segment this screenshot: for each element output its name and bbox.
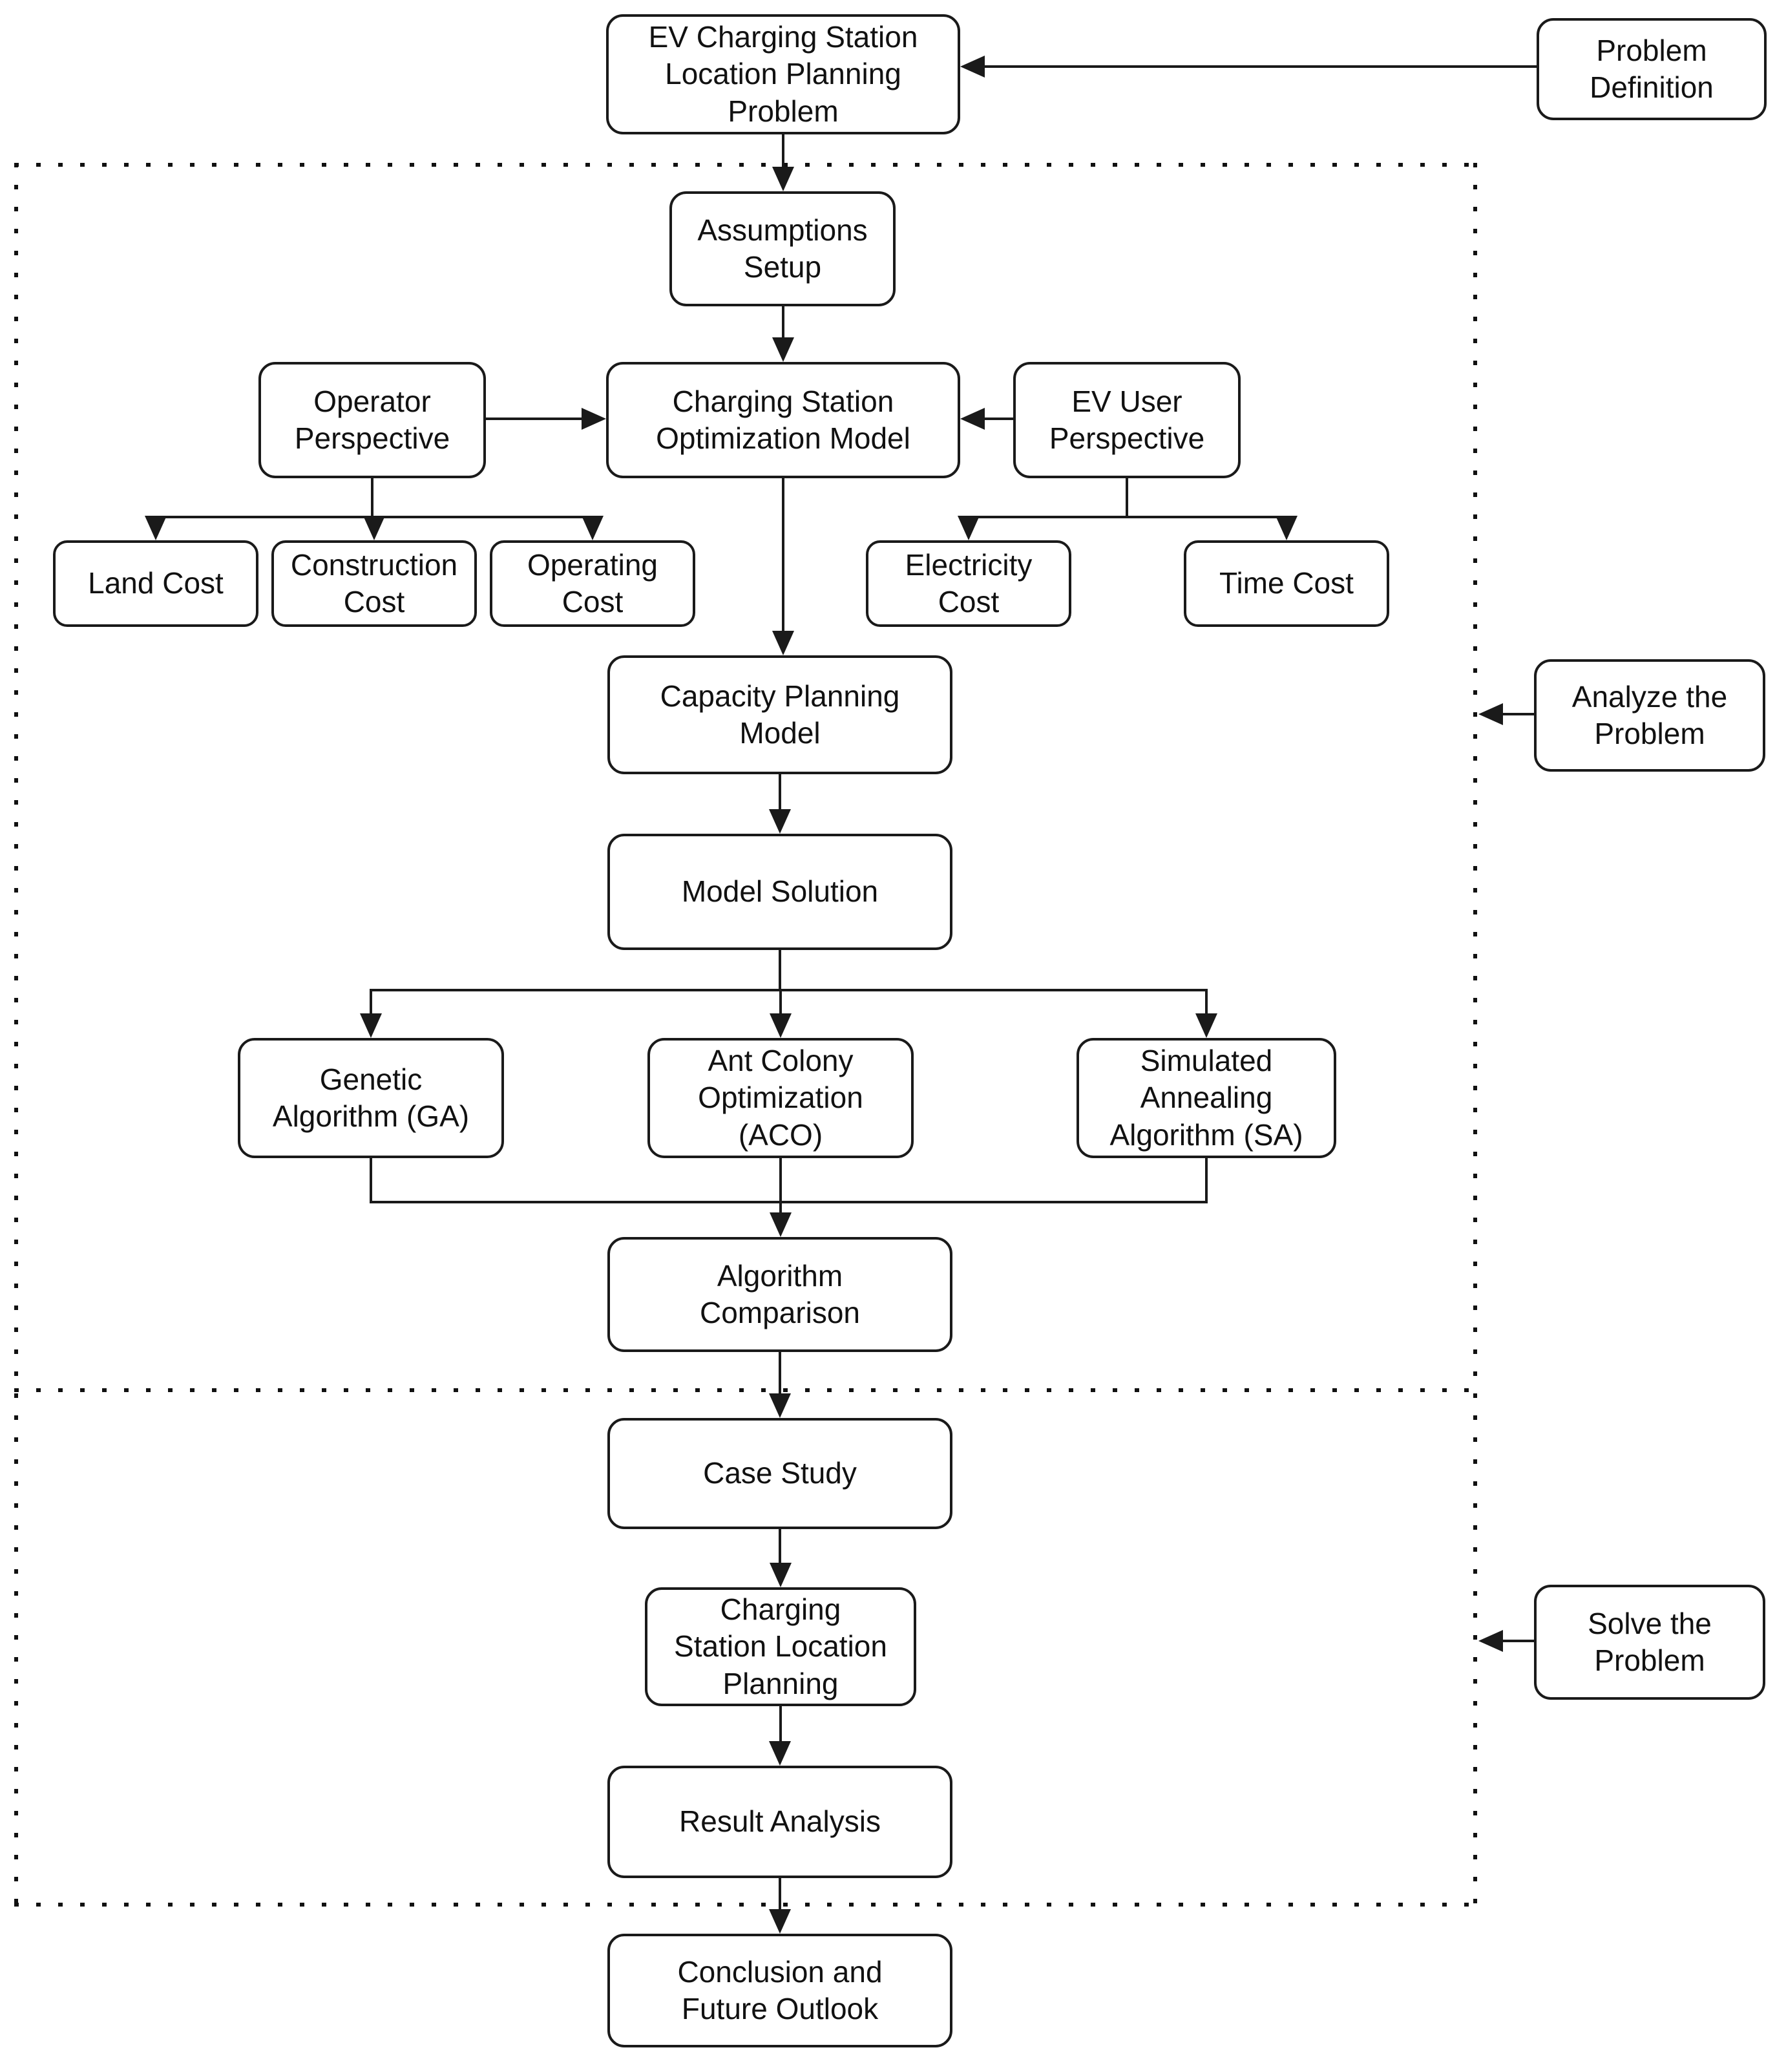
node-solve-the-problem: Solve the Problem <box>1534 1585 1765 1700</box>
edge-evuser-split-bar <box>967 516 1288 518</box>
node-analyze-the-problem: Analyze the Problem <box>1534 659 1765 772</box>
analysis-region-border-top <box>14 163 1477 167</box>
edge-problem-definition-line <box>983 65 1537 68</box>
edge-case-planning-arrowhead <box>770 1563 792 1587</box>
regions-border-right <box>1473 163 1477 1905</box>
edge-ga-join-line <box>370 1157 372 1203</box>
edge-land-cost-arrowhead <box>145 516 167 540</box>
edge-result-conclusion-line <box>779 1877 781 1912</box>
edge-problem-definition-arrowhead <box>960 56 985 78</box>
node-operator-perspective: Operator Perspective <box>258 362 486 478</box>
region-divider <box>14 1388 1477 1392</box>
edge-comparison-arrowhead <box>770 1212 792 1237</box>
node-algorithm-comparison: Algorithm Comparison <box>607 1237 952 1352</box>
edge-sa-arrowhead <box>1195 1013 1217 1038</box>
edge-evproblem-assumptions-line <box>782 133 784 172</box>
edge-solution-split-bar <box>370 989 1208 991</box>
node-genetic-algorithm: Genetic Algorithm (GA) <box>238 1038 504 1158</box>
edge-operating-cost-arrowhead <box>582 516 604 540</box>
edge-comparison-case-line <box>779 1351 781 1396</box>
edge-cso-capacity-line <box>782 477 784 632</box>
node-ev-charging-problem: EV Charging Station Location Planning Pr… <box>606 14 960 134</box>
edge-sa-join-line <box>1205 1157 1208 1203</box>
edge-electricity-cost-arrowhead <box>958 516 980 540</box>
edge-solution-split-stem <box>779 949 781 991</box>
node-model-solution: Model Solution <box>607 834 952 950</box>
edge-analyze-region-arrowhead <box>1478 703 1503 725</box>
node-conclusion-future-outlook: Conclusion and Future Outlook <box>607 1934 952 2047</box>
edge-ga-arrowhead <box>360 1013 382 1038</box>
node-case-study: Case Study <box>607 1418 952 1529</box>
edge-ga-stub <box>370 989 372 1016</box>
edge-capacity-solution-arrowhead <box>769 809 791 834</box>
edge-planning-result-arrowhead <box>769 1741 791 1766</box>
node-time-cost: Time Cost <box>1184 540 1389 627</box>
edge-evuser-split-stem <box>1126 477 1128 518</box>
edge-assumptions-cso-line <box>782 305 784 343</box>
node-electricity-cost: Electricity Cost <box>866 540 1071 627</box>
edge-evproblem-assumptions-arrowhead <box>772 167 794 191</box>
edge-operator-split-stem <box>371 477 373 518</box>
edge-planning-result-line <box>779 1705 782 1744</box>
node-construction-cost: Construction Cost <box>271 540 477 627</box>
edge-solve-region-arrowhead <box>1478 1630 1503 1652</box>
edge-aco-stub <box>779 989 782 1016</box>
edge-result-conclusion-arrowhead <box>769 1909 791 1934</box>
node-charging-station-location-planning: Charging Station Location Planning <box>645 1587 916 1706</box>
solution-region-border-bottom <box>14 1903 1477 1907</box>
edge-evuser-cso-line <box>983 418 1014 420</box>
edge-sa-stub <box>1205 989 1208 1016</box>
node-assumptions-setup: Assumptions Setup <box>669 191 896 306</box>
edge-assumptions-cso-arrowhead <box>772 337 794 362</box>
edge-construction-cost-arrowhead <box>363 516 385 540</box>
node-land-cost: Land Cost <box>53 540 258 627</box>
edge-cso-capacity-arrowhead <box>772 631 794 655</box>
regions-border-left <box>14 163 18 1905</box>
node-result-analysis: Result Analysis <box>607 1766 952 1878</box>
edge-join-bar <box>370 1201 1208 1203</box>
edge-evuser-cso-arrowhead <box>960 408 985 430</box>
node-charging-station-optimization-model: Charging Station Optimization Model <box>606 362 960 478</box>
node-operating-cost: Operating Cost <box>490 540 695 627</box>
edge-operator-cso-arrowhead <box>582 408 606 430</box>
edge-solve-region-line <box>1502 1640 1534 1642</box>
edge-capacity-solution-line <box>779 773 781 810</box>
edge-analyze-region-line <box>1502 713 1534 715</box>
node-capacity-planning-model: Capacity Planning Model <box>607 655 952 774</box>
node-problem-definition: Problem Definition <box>1537 18 1767 120</box>
edge-comparison-case-arrowhead <box>769 1393 791 1418</box>
edge-aco-join-line <box>779 1157 782 1215</box>
node-simulated-annealing: Simulated Annealing Algorithm (SA) <box>1077 1038 1336 1158</box>
edge-time-cost-arrowhead <box>1276 516 1297 540</box>
node-ev-user-perspective: EV User Perspective <box>1013 362 1241 478</box>
edge-operator-cso-line <box>485 418 584 420</box>
node-ant-colony-optimization: Ant Colony Optimization (ACO) <box>647 1038 914 1158</box>
edge-aco-arrowhead <box>770 1013 792 1038</box>
edge-case-planning-line <box>779 1528 781 1565</box>
